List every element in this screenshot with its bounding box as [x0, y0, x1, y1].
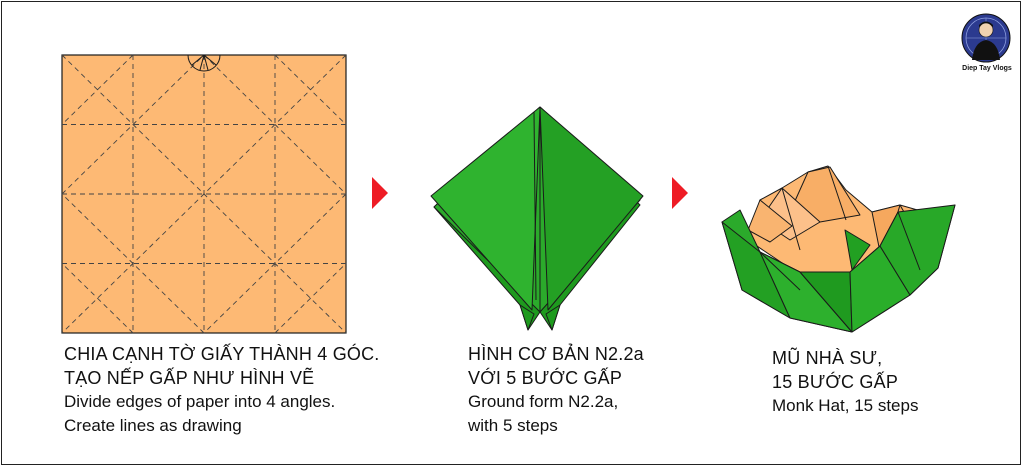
avatar-logo-icon: [961, 13, 1011, 63]
step2-en-line1: Ground form N2.2a,: [468, 392, 619, 411]
step3-en-line1: Monk Hat, 15 steps: [772, 396, 919, 415]
step2-caption: HÌNH CƠ BẢN N2.2a VỚI 5 BƯỚC GẤP Ground …: [468, 342, 644, 438]
step3-caption: MŨ NHÀ SƯ, 15 BƯỚC GẤP Monk Hat, 15 step…: [772, 346, 918, 418]
angle-divider-icon: [187, 54, 221, 72]
logo-text: Diep Tay Vlogs: [962, 65, 1012, 72]
step1-en-line1: Divide edges of paper into 4 angles.: [64, 392, 336, 411]
step2-vi-line2: VỚI 5 BƯỚC GẤP: [468, 368, 623, 388]
step3-vi-line2: 15 BƯỚC GẤP: [772, 372, 899, 392]
arrow-right-icon: [672, 177, 688, 209]
square-paper-crease-pattern: [61, 54, 347, 334]
step1-vi-line1: CHIA CẠNH TỜ GIẤY THÀNH 4 GÓC.: [64, 344, 380, 364]
step3-vi-line1: MŨ NHÀ SƯ,: [772, 348, 883, 368]
step1-en-line2: Create lines as drawing: [64, 416, 242, 435]
monk-hat-model: [721, 165, 956, 333]
step1-vi-line2: TẠO NẾP GẤP NHƯ HÌNH VẼ: [64, 368, 315, 388]
step1-caption: CHIA CẠNH TỜ GIẤY THÀNH 4 GÓC. TẠO NẾP G…: [64, 342, 380, 438]
step2-en-line2: with 5 steps: [468, 416, 558, 435]
step2-vi-line1: HÌNH CƠ BẢN N2.2a: [468, 344, 644, 364]
base-form-model: [430, 106, 644, 331]
arrow-right-icon: [372, 177, 388, 209]
